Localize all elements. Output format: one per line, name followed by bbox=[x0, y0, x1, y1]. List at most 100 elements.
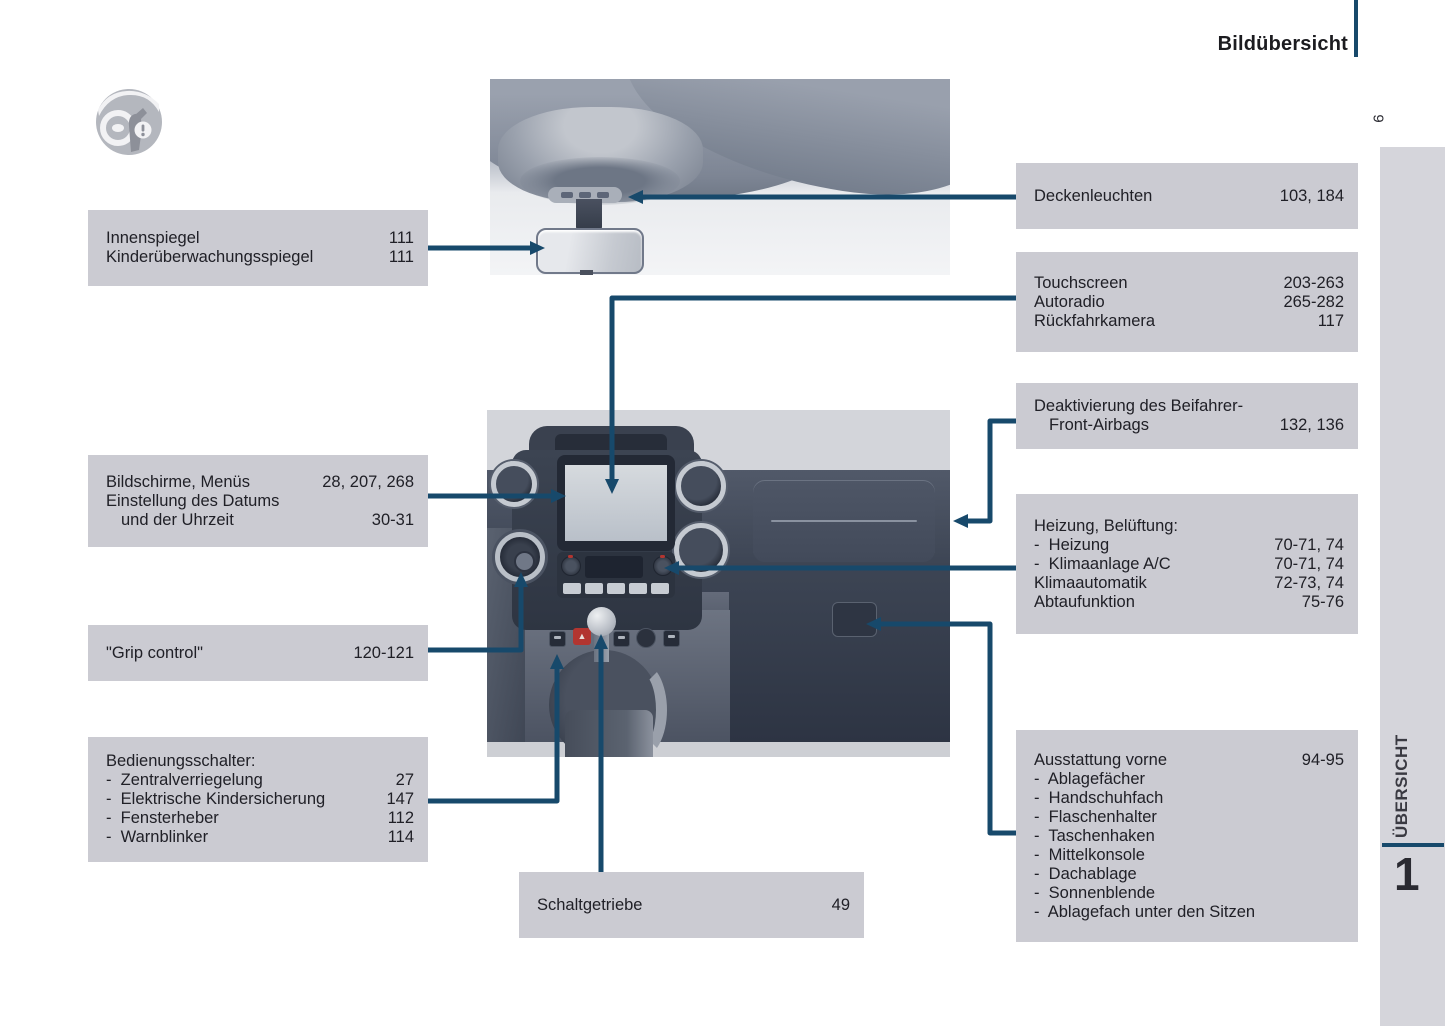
rearview-mirror bbox=[536, 228, 644, 274]
callout-row: "Grip control"120-121 bbox=[106, 644, 414, 663]
air-vent-right-lower bbox=[674, 523, 728, 577]
mirror-adjust-tab bbox=[580, 270, 593, 275]
callout-pages: 70-71, 74 bbox=[1274, 554, 1344, 573]
callout-row: Kinderüberwachungsspiegel 111 bbox=[106, 248, 414, 267]
callout-row: - Taschenhaken bbox=[1034, 827, 1344, 846]
callout-row: Bedienungsschalter: bbox=[106, 752, 414, 771]
callout-pages: 147 bbox=[386, 790, 414, 808]
callout-row: - Mittelkonsole bbox=[1034, 846, 1344, 865]
callout-label: - Dachablage bbox=[1034, 864, 1137, 883]
callout-box-airbag-deaktivierung: Deaktivierung des Beifahrer- Front-Airba… bbox=[1016, 383, 1358, 449]
callout-label: - Ablagefach unter den Sitzen bbox=[1034, 902, 1256, 921]
steering-wheel-warning-icon bbox=[95, 88, 163, 156]
callout-pages: 111 bbox=[388, 248, 414, 266]
round-switch bbox=[636, 628, 656, 648]
climate-knob-left bbox=[561, 555, 581, 576]
photo-bottom-strip bbox=[487, 742, 950, 757]
callout-label: Front-Airbags bbox=[1049, 416, 1149, 434]
sidebar-rule bbox=[1382, 843, 1444, 847]
grip-control-dial bbox=[495, 532, 545, 582]
air-vent-right-upper bbox=[676, 461, 726, 511]
callout-row: - Ablagefach unter den Sitzen bbox=[1034, 903, 1344, 922]
callout-label: - Sonnenblende bbox=[1034, 883, 1156, 902]
callout-label: Klimaautomatik bbox=[1034, 573, 1147, 592]
callout-pages: 75-76 bbox=[1301, 592, 1344, 611]
callout-label: Kinderüberwachungsspiegel bbox=[106, 248, 314, 266]
callout-label: - Heizung bbox=[1034, 535, 1110, 554]
climate-control-panel bbox=[557, 552, 675, 598]
callout-pages: 111 bbox=[388, 229, 414, 247]
page-number: 9 bbox=[1369, 114, 1387, 123]
child-lock-switch bbox=[613, 631, 630, 647]
callout-row: Deaktivierung des Beifahrer- bbox=[1034, 397, 1344, 416]
page-title: Bildübersicht bbox=[1217, 33, 1348, 55]
callout-row: - Klimaanlage A/C 70-71, 74 bbox=[1034, 555, 1344, 574]
callout-label: - Handschuhfach bbox=[1034, 788, 1164, 807]
callout-row: - Elektrische Kindersicherung 147 bbox=[106, 790, 414, 809]
header-rule bbox=[1354, 0, 1358, 57]
callout-label: - Flaschenhalter bbox=[1034, 807, 1157, 826]
callout-label: Autoradio bbox=[1034, 292, 1105, 311]
window-switch bbox=[663, 630, 680, 647]
connector-airbag bbox=[953, 418, 1016, 528]
callout-label: Heizung, Belüftung: bbox=[1034, 516, 1179, 535]
callout-label: - Ablagefächer bbox=[1034, 769, 1145, 788]
callout-label: Bildschirme, Menüs bbox=[106, 472, 250, 491]
callout-label: "Grip control" bbox=[106, 643, 203, 662]
callout-box-grip-control: "Grip control"120-121 bbox=[88, 625, 428, 681]
callout-label: Bedienungsschalter: bbox=[106, 752, 256, 770]
callout-row: - Sonnenblende bbox=[1034, 884, 1344, 903]
callout-box-bedienungsschalter: Bedienungsschalter: - Zentralverriegelun… bbox=[88, 737, 428, 862]
hazard-warning-button: ▲ bbox=[573, 628, 591, 645]
callout-label: Rückfahrkamera bbox=[1034, 311, 1156, 330]
callout-row: Rückfahrkamera 117 bbox=[1034, 312, 1344, 331]
gear-boot-highlight bbox=[615, 662, 667, 757]
climate-knob-right bbox=[653, 555, 673, 576]
chapter-section-label: ÜBERSICHT bbox=[1392, 734, 1411, 838]
callout-pages: 94-95 bbox=[1301, 750, 1344, 769]
callout-label: Schaltgetriebe bbox=[537, 895, 643, 914]
callout-label: - Elektrische Kindersicherung bbox=[106, 790, 326, 808]
chapter-sidebar bbox=[1380, 147, 1445, 1026]
callout-pages: 114 bbox=[387, 828, 414, 846]
callout-row: - Ablagefächer bbox=[1034, 770, 1344, 789]
callout-pages: 30-31 bbox=[371, 510, 414, 529]
dome-light bbox=[548, 187, 622, 203]
callout-label: - Klimaanlage A/C bbox=[1034, 554, 1171, 573]
callout-row: Bildschirme, Menüs 28, 207, 268 bbox=[106, 473, 414, 492]
callout-label: - Fensterheber bbox=[106, 809, 219, 827]
callout-pages: 265-282 bbox=[1283, 292, 1344, 311]
callout-pages: 112 bbox=[387, 809, 414, 827]
callout-row: - Fensterheber 112 bbox=[106, 809, 414, 828]
dashboard-photo: ▲ bbox=[487, 410, 950, 757]
callout-row: Einstellung des Datums bbox=[106, 492, 414, 511]
callout-label: - Zentralverriegelung bbox=[106, 771, 263, 789]
callout-label: - Taschenhaken bbox=[1034, 826, 1155, 845]
callout-row: - Flaschenhalter bbox=[1034, 808, 1344, 827]
callout-pages: 70-71, 74 bbox=[1274, 535, 1344, 554]
callout-pages: 28, 207, 268 bbox=[322, 472, 414, 491]
callout-row: Heizung, Belüftung: bbox=[1034, 517, 1344, 536]
chapter-number: 1 bbox=[1394, 848, 1420, 900]
gear-lever-knob bbox=[587, 607, 616, 636]
callout-label: Deaktivierung des Beifahrer- bbox=[1034, 397, 1244, 415]
callout-row: - Handschuhfach bbox=[1034, 789, 1344, 808]
climate-buttons bbox=[563, 583, 669, 594]
climate-display bbox=[585, 556, 643, 578]
central-locking-switch bbox=[549, 631, 566, 647]
callout-pages: 117 bbox=[1317, 311, 1344, 330]
callout-pages: 49 bbox=[831, 895, 850, 914]
callout-label: Deckenleuchten bbox=[1034, 186, 1153, 205]
